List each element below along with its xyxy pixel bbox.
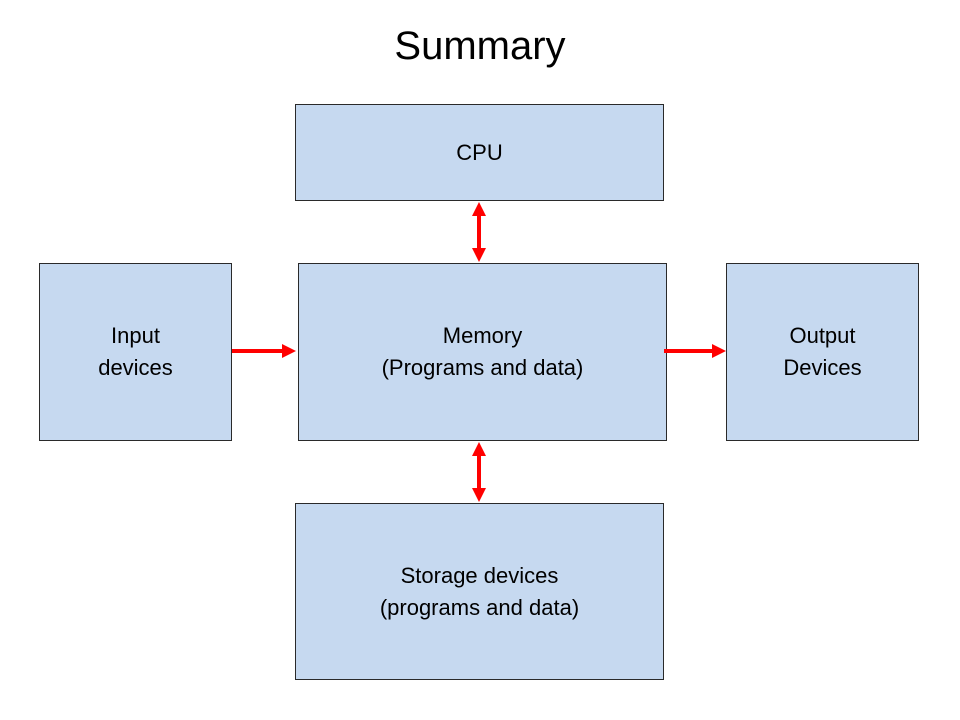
arrow-input-memory [232, 344, 296, 358]
output-devices-label-line2: Devices [783, 355, 862, 380]
arrow-memory-storage [472, 442, 486, 502]
input-devices-label-line1: Input [111, 323, 160, 348]
memory-box: Memory (Programs and data) [298, 263, 667, 441]
memory-label-line2: (Programs and data) [381, 355, 584, 380]
arrow-memory-output [664, 344, 726, 358]
input-devices-box: Input devices [39, 263, 232, 441]
page-title: Summary [394, 24, 566, 68]
memory-label-line1: Memory [442, 323, 523, 348]
input-devices-label-line2: devices [98, 355, 173, 380]
cpu-box: CPU [295, 104, 664, 201]
storage-devices-box: Storage devices (programs and data) [295, 503, 664, 680]
arrow-cpu-memory [472, 202, 486, 262]
storage-devices-label-line1: Storage devices [400, 562, 559, 588]
cpu-label: CPU [456, 139, 503, 165]
output-devices-label-line1: Output [789, 323, 856, 348]
output-devices-box: Output Devices [726, 263, 919, 441]
storage-devices-label-line2: (programs and data) [379, 594, 580, 620]
